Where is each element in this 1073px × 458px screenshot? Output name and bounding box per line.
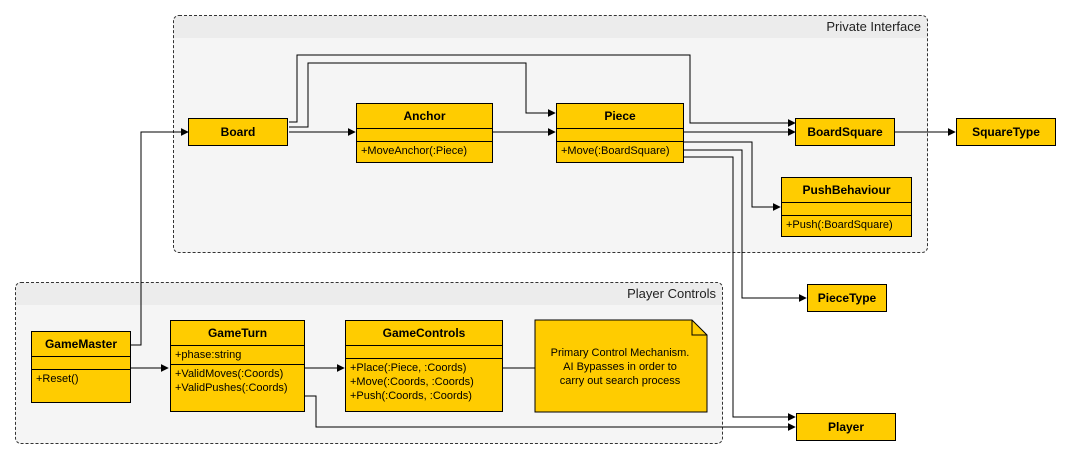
gameturn-attribute: +phase:string [175,349,242,361]
edge-board-piece [289,62,556,128]
boardsquare-node[interactable]: BoardSquare [795,118,895,146]
gameturn-attributes: +phase:string [171,346,304,365]
gamecontrols-methods: +Place(:Piece, :Coords) +Move(:Coords, :… [346,359,502,405]
gameturn-method: +ValidPushes(:Coords) [175,382,288,394]
gamecontrols-method: +Push(:Coords, :Coords) [350,390,472,402]
gamemaster-method: +Reset() [36,373,79,385]
edge-gameturn-player [304,395,796,431]
note-text: Primary Control Mechanism. AI Bypasses i… [540,346,700,388]
edge-piece-pushbehaviour [683,141,781,211]
player-label: Player [827,420,865,434]
gameturn-methods: +ValidMoves(:Coords) +ValidPushes(:Coord… [171,365,304,397]
gamemaster-attributes [32,357,130,370]
piecetype-label: PieceType [817,291,877,305]
piece-method: +Move(:BoardSquare) [561,145,670,157]
anchor-methods: +MoveAnchor(:Piece) [357,142,492,160]
note-fold [691,320,707,336]
gamemaster-class[interactable]: GameMaster +Reset() [31,331,131,403]
edge-board-boardsquare [289,54,796,127]
board-node[interactable]: Board [188,118,288,146]
gameturn-class[interactable]: GameTurn +phase:string +ValidMoves(:Coor… [170,320,305,412]
gamecontrols-class-name: GameControls [346,321,502,346]
gamemaster-class-name: GameMaster [32,332,130,357]
anchor-method: +MoveAnchor(:Piece) [361,145,468,157]
player-node[interactable]: Player [796,413,896,441]
squaretype-node[interactable]: SquareType [956,118,1056,146]
note-shape [534,319,708,413]
piece-attributes [557,129,683,142]
anchor-class[interactable]: Anchor +MoveAnchor(:Piece) [356,103,493,163]
player-controls-header [16,283,722,305]
note-line: AI Bypasses in order to [563,361,677,373]
gamecontrols-method: +Place(:Piece, :Coords) [350,362,467,374]
anchor-class-name: Anchor [357,104,492,129]
pushbehaviour-class[interactable]: PushBehaviour +Push(:BoardSquare) [781,177,912,237]
gamemaster-methods: +Reset() [32,370,130,388]
private-interface-header [174,16,927,38]
pushbehaviour-class-name: PushBehaviour [782,178,911,203]
piece-class[interactable]: Piece +Move(:BoardSquare) [556,103,684,163]
player-controls-title: Player Controls [627,286,716,301]
piece-class-name: Piece [557,104,683,129]
note-line: Primary Control Mechanism. [550,347,690,359]
gamecontrols-class[interactable]: GameControls +Place(:Piece, :Coords) +Mo… [345,320,503,412]
gameturn-class-name: GameTurn [171,321,304,346]
pushbehaviour-attributes [782,203,911,216]
anchor-attributes [357,129,492,142]
gamecontrols-method: +Move(:Coords, :Coords) [350,376,474,388]
boardsquare-label: BoardSquare [807,125,883,139]
private-interface-title: Private Interface [826,19,921,34]
piece-methods: +Move(:BoardSquare) [557,142,683,160]
edge-gamemaster-board [131,128,189,346]
edge-piece-player [683,156,796,421]
pushbehaviour-methods: +Push(:BoardSquare) [782,216,911,234]
piecetype-node[interactable]: PieceType [807,284,887,312]
squaretype-label: SquareType [972,125,1040,139]
edge-piece-piecetype [683,149,807,302]
pushbehaviour-method: +Push(:BoardSquare) [786,219,893,231]
gameturn-method: +ValidMoves(:Coords) [175,368,284,380]
note-line: carry out search process [559,375,681,387]
gamecontrols-attributes [346,346,502,359]
board-label: Board [220,125,256,139]
